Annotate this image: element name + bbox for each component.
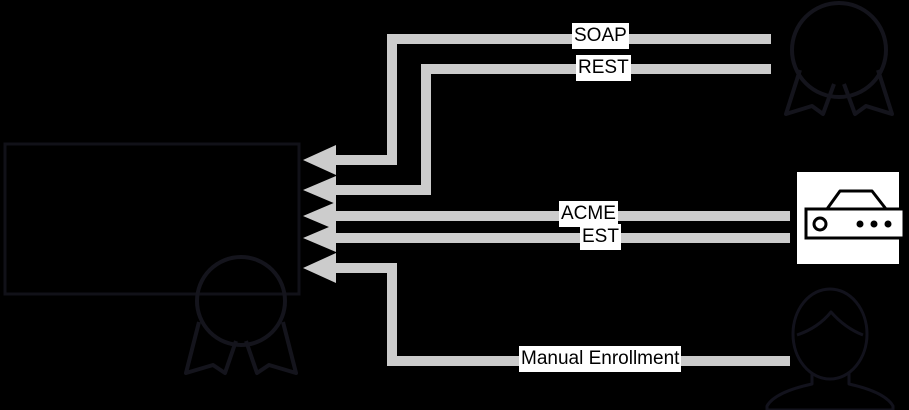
edge-label-manual-enrollment: Manual Enrollment xyxy=(519,346,682,372)
edge-label-acme: ACME xyxy=(559,201,618,227)
connector-est[interactable] xyxy=(303,224,790,252)
connector-soap[interactable] xyxy=(303,34,771,175)
edge-label-soap: SOAP xyxy=(572,23,629,49)
certificate-badge-icon xyxy=(184,255,298,375)
certificate-authority-box[interactable] xyxy=(3,142,301,296)
edge-label-est: EST xyxy=(580,224,621,250)
server-appliance-icon[interactable] xyxy=(804,189,906,240)
edge-label-rest: REST xyxy=(576,55,631,81)
connector-acme[interactable] xyxy=(303,202,790,230)
user-person-icon[interactable] xyxy=(765,287,895,410)
award-ribbon-icon[interactable] xyxy=(784,1,894,116)
connector-rest[interactable] xyxy=(303,64,771,204)
connector-manual-enrollment[interactable] xyxy=(303,253,790,366)
